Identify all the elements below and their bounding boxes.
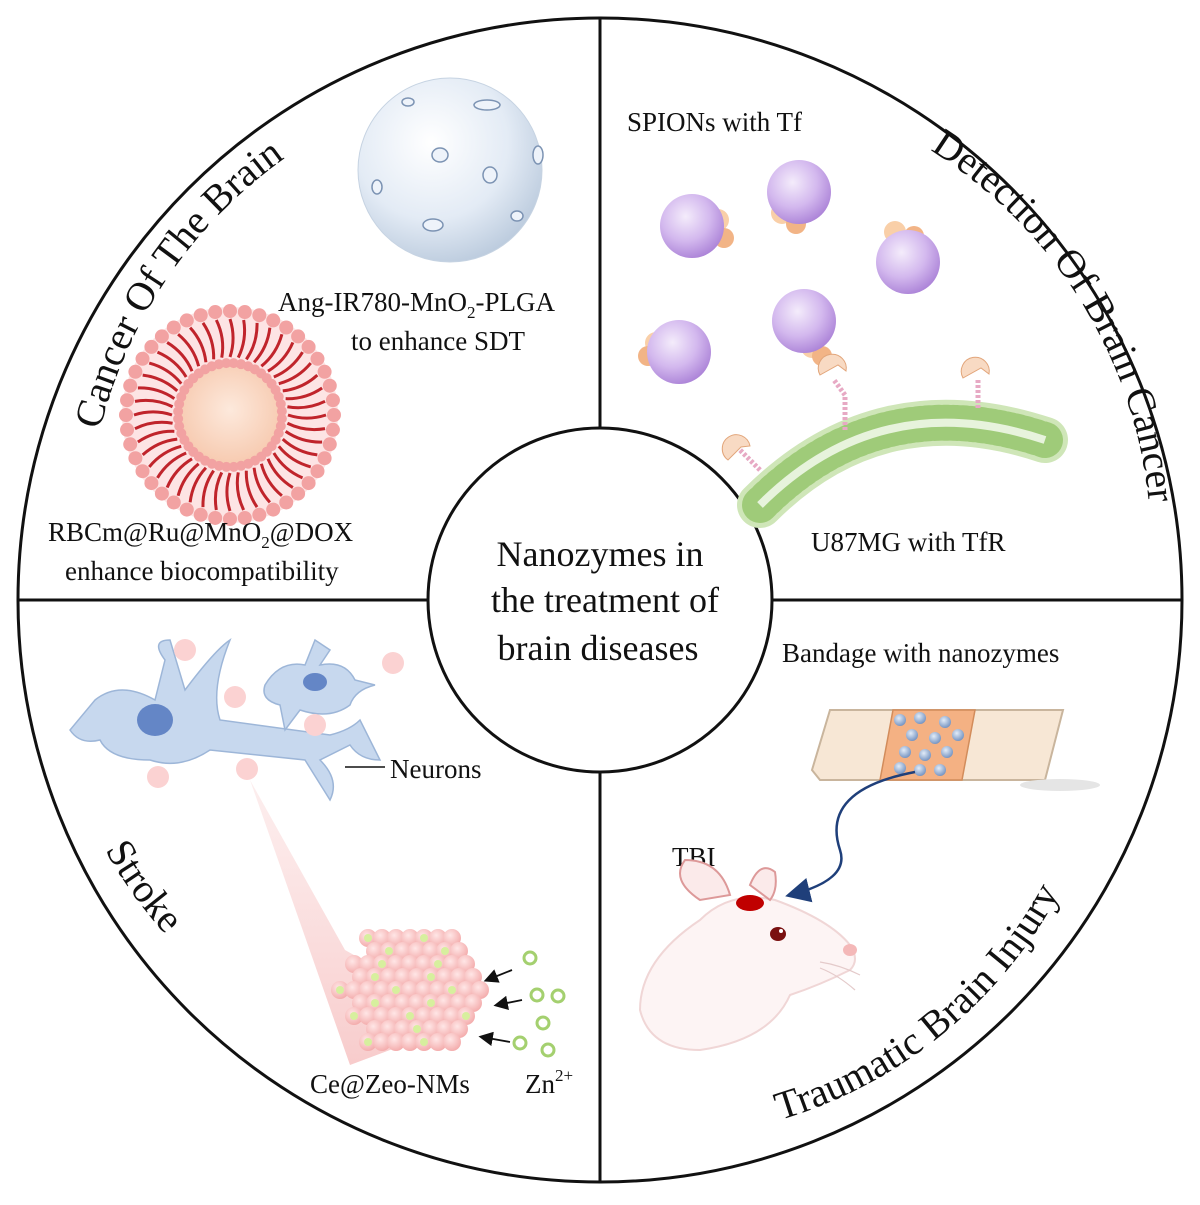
label-enhance-sdt: to enhance SDT bbox=[351, 326, 525, 356]
label-spions: SPIONs with Tf bbox=[627, 107, 802, 137]
label-ang-ir780: Ang-IR780-MnO2-PLGA bbox=[278, 287, 555, 322]
label-u87mg: U87MG with TfR bbox=[811, 527, 1006, 557]
label-rbcm: RBCm@Ru@MnO2@DOX bbox=[48, 517, 354, 552]
micelle-icon bbox=[119, 304, 341, 526]
zinc-ions-icon bbox=[478, 950, 566, 1058]
mouse-head-icon bbox=[638, 858, 861, 1052]
center-title-line2: the treatment of bbox=[491, 580, 719, 620]
center-title-line1: Nanozymes in bbox=[497, 534, 704, 574]
label-neurons: Neurons bbox=[390, 754, 481, 784]
quadrant-title-stroke: Stroke bbox=[97, 832, 193, 941]
label-biocompatibility: enhance biocompatibility bbox=[65, 556, 339, 586]
nanomaterial-cluster-icon bbox=[331, 929, 489, 1051]
label-ce-zeo: Ce@Zeo-NMs bbox=[310, 1069, 470, 1099]
label-zn: Zn2+ bbox=[525, 1066, 573, 1099]
nanosphere-icon bbox=[357, 77, 544, 263]
connector-arrow bbox=[785, 770, 916, 903]
neuron-icon bbox=[69, 638, 404, 802]
center-circle bbox=[426, 426, 774, 774]
label-bandage: Bandage with nanozymes bbox=[782, 638, 1059, 668]
center-title-line3: brain diseases bbox=[498, 628, 699, 668]
cell-membrane-icon bbox=[721, 353, 1068, 528]
spion-icon bbox=[638, 160, 940, 384]
bandage-icon bbox=[810, 709, 1100, 791]
